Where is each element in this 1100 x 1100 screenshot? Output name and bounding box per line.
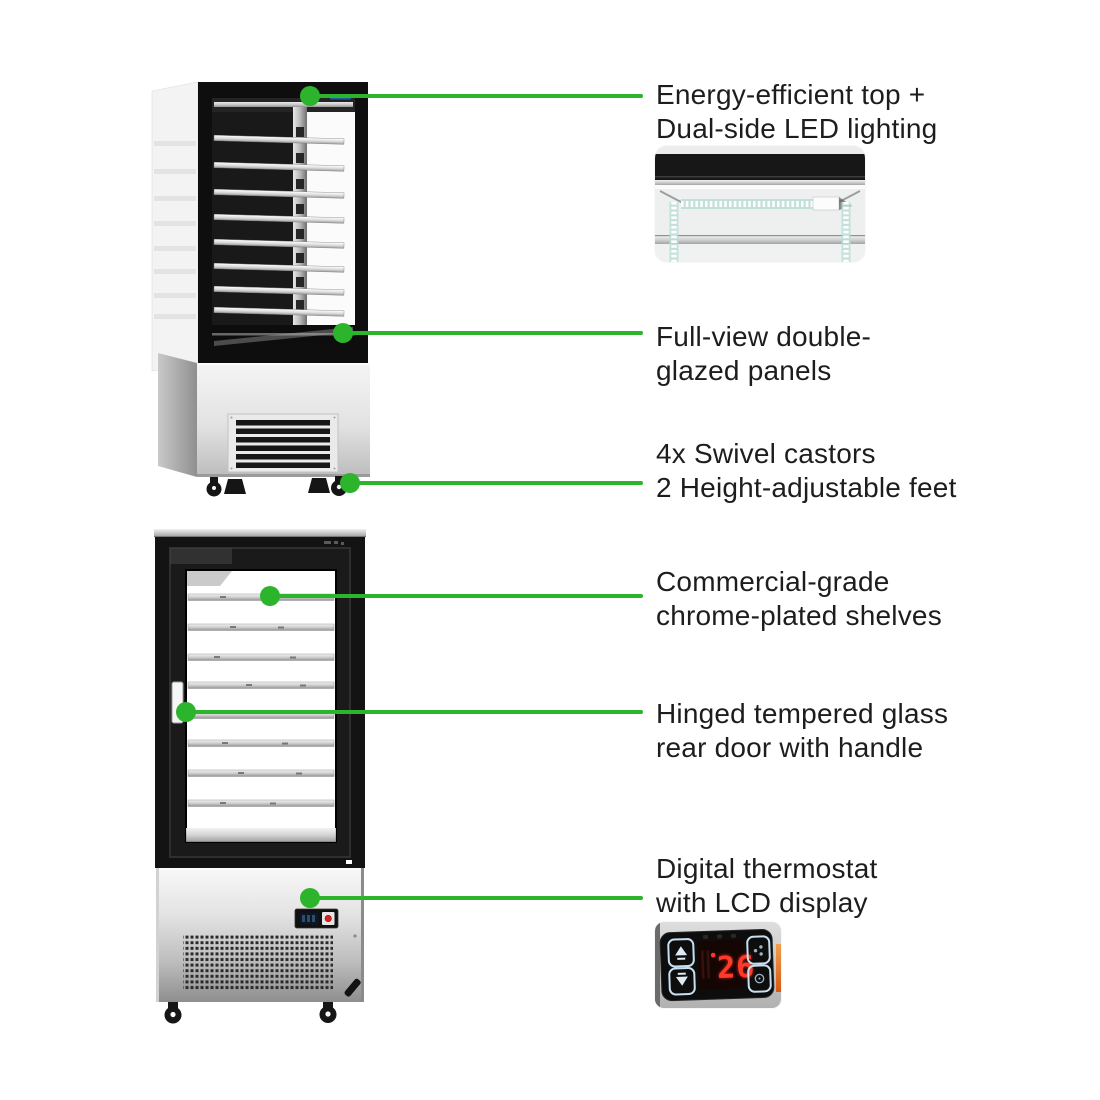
perforated-vent <box>183 934 333 991</box>
shelf <box>187 623 335 631</box>
callout-text-line: Hinged tempered glass <box>656 698 949 729</box>
status-icons <box>702 933 737 939</box>
callout-shelves: Commercial-grade chrome-plated shelves <box>656 565 942 633</box>
fridge-front-view-photo <box>140 75 380 505</box>
callout-marker-dot <box>340 473 360 493</box>
top-cap <box>154 529 366 537</box>
callout-marker-dot <box>300 888 320 908</box>
temp-down-button <box>668 967 696 996</box>
shelf <box>187 769 335 777</box>
led-end-cap <box>812 196 840 211</box>
panel-left-edge <box>655 922 660 1008</box>
shelf <box>213 161 345 172</box>
louvered-vent <box>227 413 339 473</box>
shelf <box>213 306 345 317</box>
shelf <box>213 213 345 224</box>
hinge-marks <box>324 541 344 545</box>
front-base-cabinet <box>158 353 370 497</box>
led-closeup-drawing <box>655 146 865 262</box>
callout-led-lighting: Energy-efficient top + Dual-side LED lig… <box>656 78 937 146</box>
set-button <box>746 935 771 965</box>
callout-text-line: Full-view double- <box>656 321 872 352</box>
fridge-rear-view-drawing <box>154 529 366 1024</box>
shelf <box>187 681 335 689</box>
callout-marker-dot <box>260 586 280 606</box>
adjustable-foot <box>308 478 330 493</box>
top-black-band <box>655 154 865 180</box>
glass-shelf <box>655 236 865 244</box>
degree-dot <box>710 952 716 958</box>
latch-notch <box>346 860 352 864</box>
power-switch <box>324 914 332 922</box>
callout-text-line: with LCD display <box>656 887 868 918</box>
shelf <box>187 653 335 661</box>
fridge-rear-view-photo <box>150 526 370 1026</box>
top-cap-edge <box>154 536 366 538</box>
callout-lead-line <box>310 94 643 98</box>
front-glass-interior <box>212 95 355 346</box>
rear-base-cabinet <box>156 868 364 1002</box>
callout-text-line: Energy-efficient top + <box>656 79 926 110</box>
inset-top-edge <box>655 146 865 154</box>
callout-thermostat: Digital thermostat with LCD display <box>656 852 877 920</box>
callout-lead-line <box>270 594 643 598</box>
defrost-icon <box>754 973 765 984</box>
callout-marker-dot <box>300 86 320 106</box>
orange-glow <box>776 944 781 992</box>
thermostat-closeup-photo: 26 26 <box>655 922 781 1008</box>
rear-adjustable-foot <box>344 978 361 997</box>
callout-marker-dot <box>176 702 196 722</box>
callout-lead-line <box>186 710 643 714</box>
interior-top-led-housing <box>214 102 353 107</box>
callout-text-line: glazed panels <box>656 355 832 386</box>
top-led-strip <box>681 196 852 211</box>
callout-text-line: Commercial-grade <box>656 566 890 597</box>
adjustable-foot <box>224 479 246 494</box>
rear-glass-door <box>171 569 352 864</box>
thermostat-controller: 26 26 <box>659 928 775 1002</box>
shelf <box>187 799 335 807</box>
shelf <box>187 739 335 747</box>
rear-castors <box>164 1002 337 1024</box>
shelf <box>213 285 345 296</box>
interior-floor <box>212 325 355 346</box>
down-arrow-icon <box>675 976 688 986</box>
callout-text-line: Dual-side LED lighting <box>656 113 938 144</box>
up-arrow-icon <box>675 946 688 956</box>
shelf <box>213 238 345 249</box>
led-lighting-closeup-photo <box>655 146 865 262</box>
callout-text-line: chrome-plated shelves <box>656 600 942 631</box>
callout-glazed-panels: Full-view double- glazed panels <box>656 320 871 388</box>
callout-text-line: 4x Swivel castors <box>656 438 876 469</box>
corner-edge <box>659 190 684 204</box>
callout-text-line: 2 Height-adjustable feet <box>656 472 957 503</box>
callout-lead-line <box>343 331 643 335</box>
thermostat-panel <box>294 908 339 929</box>
front-shelves <box>213 134 345 317</box>
callout-lead-line <box>310 896 643 900</box>
callout-rear-door: Hinged tempered glass rear door with han… <box>656 697 948 765</box>
temp-up-button <box>667 938 695 968</box>
set-icon <box>753 945 763 956</box>
shelf <box>213 262 345 273</box>
front-castors <box>206 476 347 497</box>
top-frame-strip <box>655 180 865 185</box>
defrost-button <box>747 964 772 993</box>
callout-text-line: rear door with handle <box>656 732 924 763</box>
thermostat-closeup-drawing: 26 26 <box>655 922 781 1008</box>
callout-castors: 4x Swivel castors 2 Height-adjustable fe… <box>656 437 957 505</box>
shelf <box>213 134 345 145</box>
shelf <box>213 188 345 199</box>
screw <box>353 934 357 938</box>
side-glass-panel <box>151 81 199 372</box>
callout-marker-dot <box>333 323 353 343</box>
callout-lead-line <box>350 481 643 485</box>
fridge-front-view-drawing <box>151 81 370 497</box>
callout-text-line: Digital thermostat <box>656 853 878 884</box>
